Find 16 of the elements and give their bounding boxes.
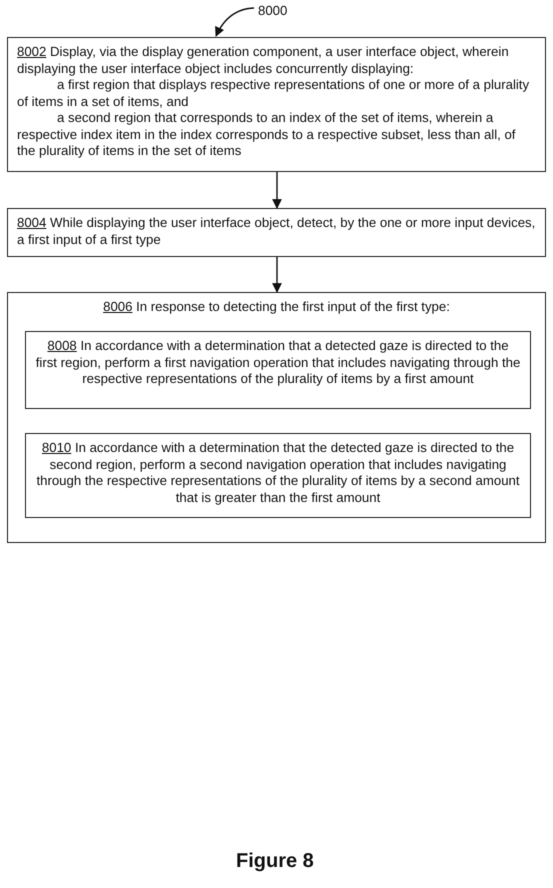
arrow [272,257,282,293]
process-box [7,208,546,257]
reference-numeral: 8000 [258,3,288,18]
step-text: 8006 In response to detecting the first input of the first type: [102,299,451,316]
step-text: a second region that corresponds to an index of the set of items, wherein a respective index item in the index corresponds to a respective subset, less than all, of the plurality of items in the set of items [17,110,516,160]
step-text: 8008 In accordance with a determination that a detected gaze is directed to the first region, perform a first navigation operation that includes navigating through the respective representations of the plurality of items by a first amount [35,338,521,388]
step-text: 8004 While displaying the user interface object, detect, by the one or more input devices, a first input of a first type [17,215,536,248]
arrow [215,7,254,37]
process-box [7,292,546,543]
process-box [25,433,531,518]
process-box [7,37,546,172]
process-box [25,331,531,409]
step-text: 8010 In accordance with a determination that the detected gaze is directed to the second region, perform a second navigation operation that includes navigating through the respective representations of the plurality of items by a second amount that is greater than the first amount [35,440,521,506]
arrow [272,172,282,209]
figure-label: Figure 8 [236,850,314,873]
step-text: 8002 Display, via the display generation component, a user interface object, wherein displaying the user interface object includes concurrently displaying: [17,44,510,77]
